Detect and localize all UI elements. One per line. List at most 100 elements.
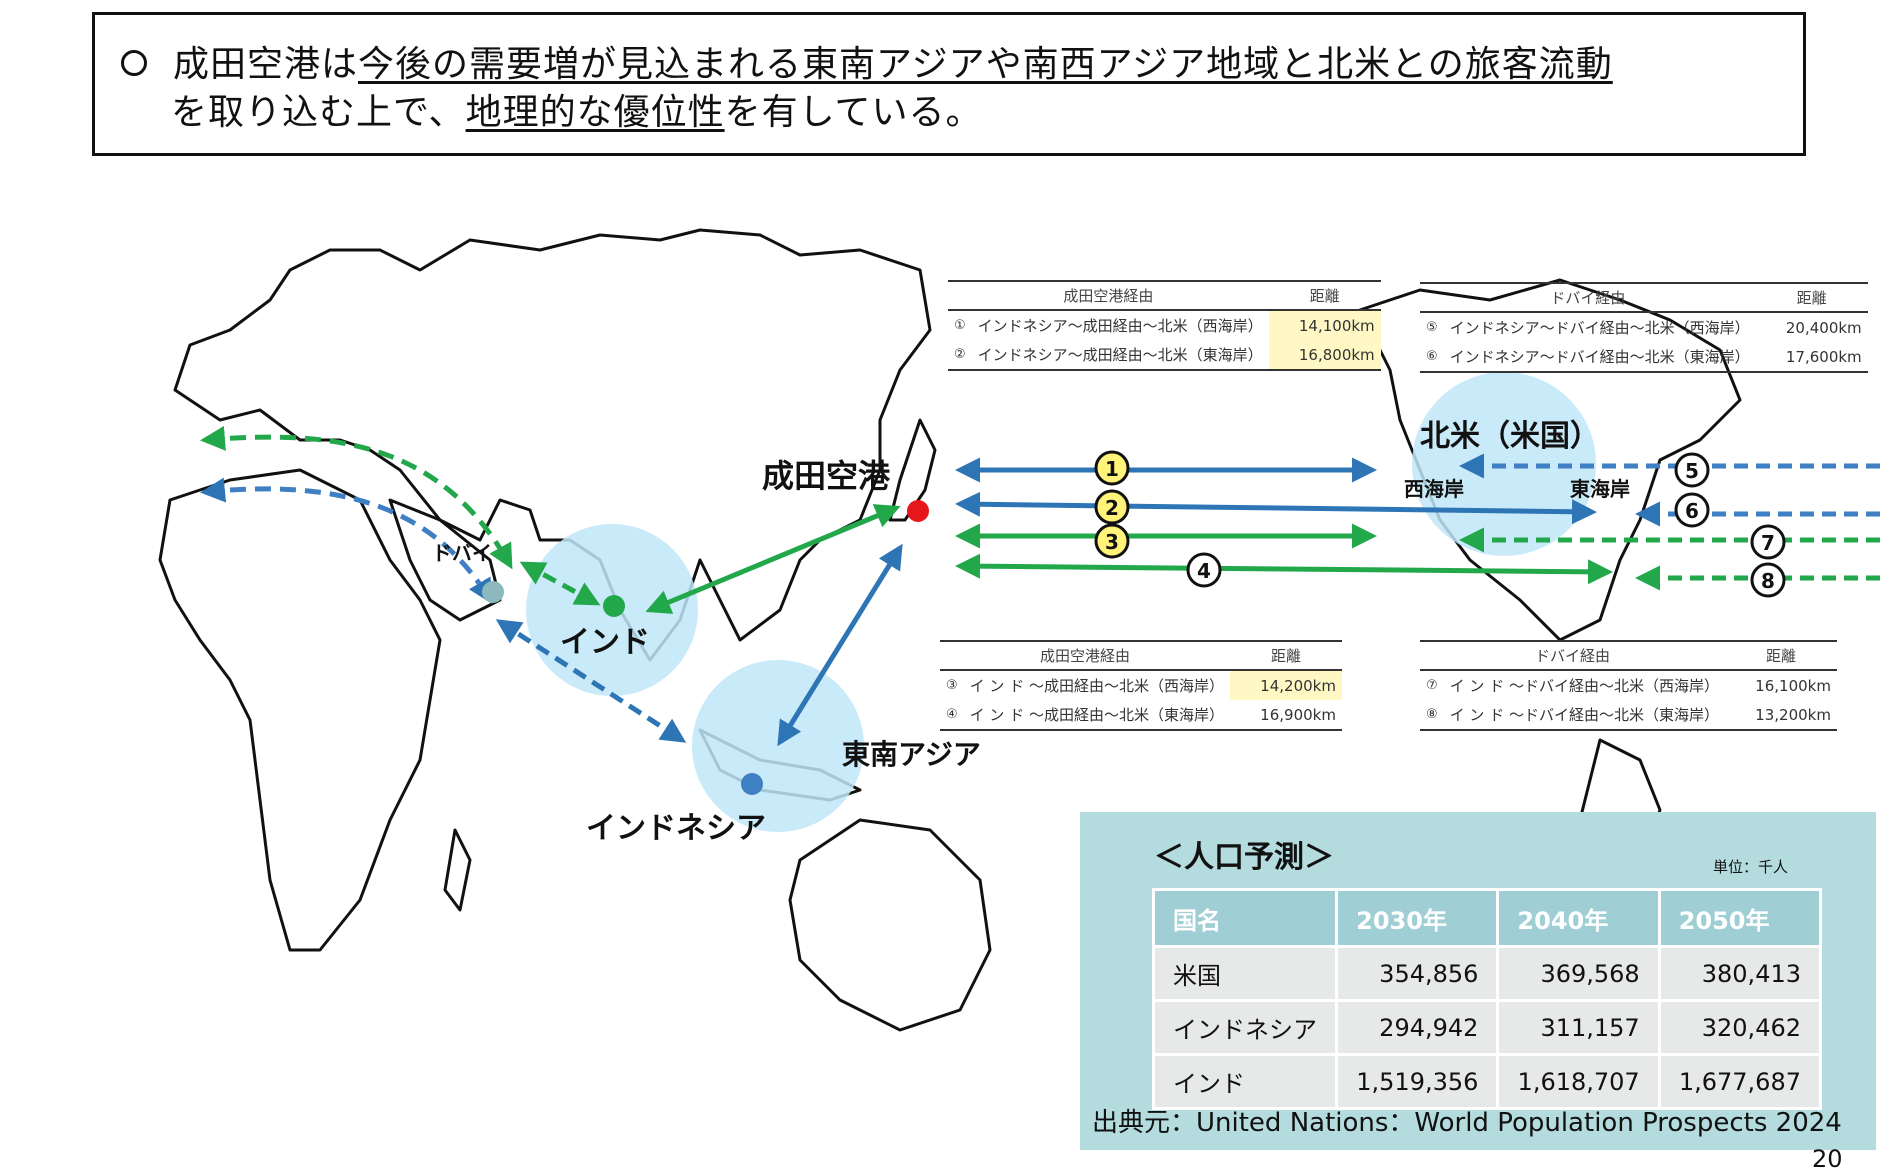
route-number: ②	[948, 340, 972, 371]
population-panel: ＜人口予測＞ 単位：千人 国名 2030年 2040年 2050年 米国 354…	[1080, 812, 1876, 1150]
madagascar-outline	[443, 828, 472, 912]
route-dubai-india-dashed	[519, 561, 601, 606]
value-cell: 1,677,687	[1657, 1053, 1823, 1110]
indonesia-label: インドネシア	[586, 811, 766, 846]
route-marker-1: 1	[1094, 450, 1130, 486]
population-table: 国名 2030年 2040年 2050年 米国 354,856 369,568 …	[1151, 888, 1823, 1110]
population-title: ＜人口予測＞	[1154, 840, 1334, 875]
route-distance: 14,200km	[1229, 670, 1342, 700]
route-number: ⑥	[1420, 342, 1444, 373]
value-cell: 320,462	[1657, 999, 1823, 1056]
svg-text:5: 5	[1685, 459, 1699, 483]
route-name: インドネシア～ドバイ経由～北米（西海岸）	[1449, 319, 1750, 337]
route-distance: 13,200km	[1724, 700, 1837, 731]
table-dist-header: 距離	[1229, 640, 1342, 671]
route-name: イ ン ド ～成田経由～北米（西海岸）	[969, 677, 1224, 695]
table-row: ③ イ ン ド ～成田経由～北米（西海岸） 14,200km	[940, 670, 1342, 700]
svg-text:3: 3	[1105, 530, 1119, 554]
route-number: ⑤	[1426, 320, 1438, 335]
value-cell: 294,942	[1335, 999, 1500, 1056]
route-india-narita	[645, 504, 901, 614]
col-country: 国名	[1151, 888, 1339, 948]
col-2050: 2050年	[1657, 888, 1823, 948]
table-row: 米国 354,856 369,568 380,413	[1151, 945, 1823, 1002]
route-marker-7: 7	[1750, 524, 1786, 560]
route-distance: 16,800km	[1268, 340, 1381, 371]
table-india-narita: 成田空港経由距離 ③ イ ン ド ～成田経由～北米（西海岸） 14,200km …	[940, 640, 1342, 731]
route-indonesia-narita	[777, 543, 903, 747]
table-header: 成田空港経由	[948, 280, 1269, 311]
headline-underlined-1: 今後の需要増が見込まれる東南アジアや南西アジア地域と北米との旅客流動	[358, 44, 1613, 85]
route-name: インドネシア～ドバイ経由～北米（東海岸）	[1443, 342, 1756, 373]
route-marker-2: 2	[1094, 489, 1130, 525]
route-distance: 17,600km	[1755, 342, 1868, 373]
narita-label: 成田空港	[762, 457, 891, 495]
country-cell: 米国	[1151, 945, 1339, 1002]
table-header: 成田空港経由	[940, 640, 1230, 671]
route-distance: 20,400km	[1785, 318, 1862, 337]
value-cell: 354,856	[1335, 945, 1500, 1002]
table-header: ドバイ経由	[1420, 640, 1725, 671]
africa-outline	[158, 468, 442, 952]
svg-text:2: 2	[1105, 496, 1119, 520]
table-row: ② インドネシア～成田経由～北米（東海岸） 16,800km	[948, 340, 1381, 371]
indonesia-marker	[741, 773, 763, 795]
headline-text: 成田空港は今後の需要増が見込まれる東南アジアや南西アジア地域と北米との旅客流動 …	[121, 41, 1613, 137]
table-indonesia-dubai: ドバイ経由距離 ⑤ インドネシア～ドバイ経由～北米（西海岸） 20,400km …	[1420, 282, 1868, 373]
route-name: インドネシア～成田経由～北米（東海岸）	[971, 340, 1269, 371]
svg-text:1: 1	[1105, 457, 1119, 481]
value-cell: 369,568	[1496, 945, 1661, 1002]
table-dist-header: 距離	[1268, 280, 1381, 311]
route-marker-5: 5	[1674, 452, 1710, 488]
india-label: インド	[560, 625, 650, 660]
india-marker	[603, 595, 625, 617]
table-row: インド 1,519,356 1,618,707 1,677,687	[1151, 1053, 1823, 1110]
north-america-label: 北米（米国）	[1420, 419, 1600, 454]
table-indonesia-narita: 成田空港経由距離 ① インドネシア～成田経由～北米（西海岸） 14,100km …	[948, 280, 1381, 371]
value-cell: 1,618,707	[1496, 1053, 1661, 1110]
table-dist-header: 距離	[1724, 640, 1837, 671]
table-row: インドネシア 294,942 311,157 320,462	[1151, 999, 1823, 1056]
route-number: ⑧	[1420, 700, 1444, 731]
japan-outline	[888, 418, 937, 522]
table-row: ⑤ インドネシア～ドバイ経由～北米（西海岸） 20,400km	[1420, 312, 1868, 342]
table-row: ① インドネシア～成田経由～北米（西海岸） 14,100km	[948, 310, 1381, 340]
value-cell: 380,413	[1657, 945, 1823, 1002]
route-marker-4: 4	[1186, 552, 1222, 588]
table-dist-header: 距離	[1755, 282, 1868, 313]
headline-part5: を有している。	[724, 92, 983, 133]
route-marker-3: 3	[1094, 523, 1130, 559]
table-row: ⑦ イ ン ド ～ドバイ経由～北米（西海岸） 16,100km	[1420, 670, 1837, 700]
australia-outline	[788, 818, 992, 1032]
value-cell: 311,157	[1496, 999, 1661, 1056]
population-header-row: 国名 2030年 2040年 2050年	[1151, 888, 1823, 948]
country-cell: インド	[1151, 1053, 1339, 1110]
route-distance: 16,900km	[1229, 700, 1342, 731]
route-dubai-indonesia-dashed	[495, 619, 687, 743]
col-2030: 2030年	[1335, 888, 1500, 948]
route-number: ⑦	[1426, 678, 1438, 693]
route-west-blue-dashed	[200, 477, 493, 605]
route-number: ④	[940, 700, 964, 731]
route-marker-6: 6	[1674, 492, 1710, 528]
headline-part1: 成田空港は	[173, 44, 359, 85]
table-india-dubai: ドバイ経由距離 ⑦ イ ン ド ～ドバイ経由～北米（西海岸） 16,100km …	[1420, 640, 1837, 731]
population-unit: 単位：千人	[1712, 858, 1788, 876]
dubai-label: ドバイ	[432, 541, 492, 565]
table-row: ④ イ ン ド ～成田経由～北米（東海岸） 16,900km	[940, 700, 1342, 731]
route-marker-8: 8	[1750, 562, 1786, 598]
dubai-marker	[482, 581, 504, 603]
route-4	[955, 553, 1613, 585]
svg-text:6: 6	[1685, 499, 1699, 523]
west-coast-label: 西海岸	[1404, 477, 1464, 501]
route-distance: 16,100km	[1755, 676, 1831, 695]
country-cell: インドネシア	[1151, 999, 1339, 1056]
east-coast-label: 東海岸	[1570, 477, 1630, 501]
headline-box: 成田空港は今後の需要増が見込まれる東南アジアや南西アジア地域と北米との旅客流動 …	[92, 12, 1806, 156]
bullet-circle-icon	[121, 50, 147, 76]
route-number: ③	[946, 678, 958, 693]
headline-part3: を取り込む上で、	[171, 92, 466, 133]
col-2040: 2040年	[1496, 888, 1661, 948]
svg-text:7: 7	[1761, 531, 1775, 555]
